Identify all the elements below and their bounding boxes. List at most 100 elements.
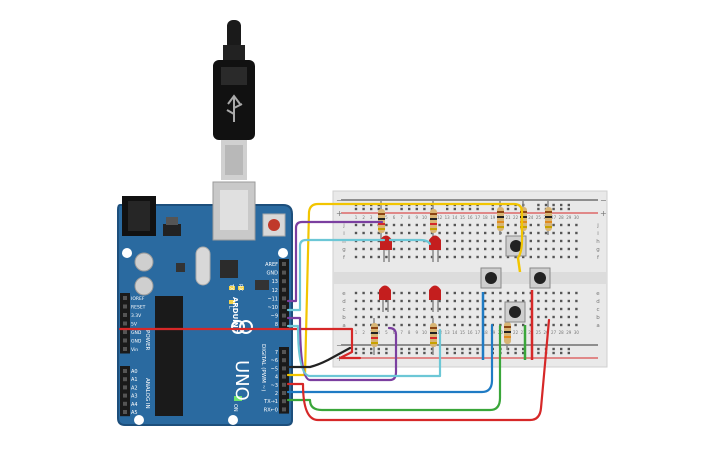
rail-hole[interactable] xyxy=(423,347,426,351)
breadboard-hole[interactable] xyxy=(499,299,502,303)
breadboard-hole[interactable] xyxy=(408,307,411,311)
breadboard-hole[interactable] xyxy=(408,291,411,295)
breadboard-hole[interactable] xyxy=(408,247,411,251)
breadboard-hole[interactable] xyxy=(552,231,555,235)
breadboard-hole[interactable] xyxy=(491,255,494,259)
rail-hole[interactable] xyxy=(453,347,456,351)
breadboard-hole[interactable] xyxy=(575,299,578,303)
breadboard-hole[interactable] xyxy=(468,255,472,259)
breadboard-hole[interactable] xyxy=(408,323,411,327)
breadboard-hole[interactable] xyxy=(415,315,418,319)
breadboard-hole[interactable] xyxy=(377,315,380,319)
breadboard-hole[interactable] xyxy=(560,323,563,327)
breadboard-hole[interactable] xyxy=(544,255,548,259)
breadboard-hole[interactable] xyxy=(354,231,358,235)
breadboard-hole[interactable] xyxy=(537,315,540,319)
breadboard-hole[interactable] xyxy=(484,247,487,251)
breadboard-hole[interactable] xyxy=(484,291,487,295)
rail-hole[interactable] xyxy=(415,207,418,211)
breadboard-hole[interactable] xyxy=(446,231,449,235)
rail-hole[interactable] xyxy=(567,351,570,355)
breadboard-hole[interactable] xyxy=(453,247,456,251)
breadboard-hole[interactable] xyxy=(484,323,487,327)
rail-hole[interactable] xyxy=(370,347,373,351)
breadboard-hole[interactable] xyxy=(461,223,464,227)
rail-hole[interactable] xyxy=(476,207,479,211)
rail-hole[interactable] xyxy=(491,207,494,211)
breadboard-hole[interactable] xyxy=(354,247,358,251)
rail-hole[interactable] xyxy=(354,207,358,211)
breadboard-hole[interactable] xyxy=(385,307,388,311)
breadboard-hole[interactable] xyxy=(453,299,456,303)
breadboard-hole[interactable] xyxy=(438,299,441,303)
breadboard-hole[interactable] xyxy=(354,291,358,295)
breadboard-hole[interactable] xyxy=(453,231,456,235)
breadboard-hole[interactable] xyxy=(575,291,578,295)
breadboard-hole[interactable] xyxy=(491,231,494,235)
breadboard-hole[interactable] xyxy=(476,323,479,327)
breadboard-hole[interactable] xyxy=(423,231,426,235)
rail-hole[interactable] xyxy=(370,207,373,211)
rail-hole[interactable] xyxy=(400,207,403,211)
header-pin[interactable] xyxy=(123,401,127,406)
breadboard-hole[interactable] xyxy=(446,239,449,243)
header-pin[interactable] xyxy=(282,366,286,371)
breadboard-hole[interactable] xyxy=(506,223,510,227)
breadboard-hole[interactable] xyxy=(552,247,555,251)
breadboard-hole[interactable] xyxy=(506,255,510,259)
header-pin[interactable] xyxy=(123,410,127,414)
breadboard-hole[interactable] xyxy=(354,315,358,319)
breadboard-hole[interactable] xyxy=(560,315,563,319)
breadboard-hole[interactable] xyxy=(415,255,418,259)
breadboard-hole[interactable] xyxy=(552,299,555,303)
header-pin[interactable] xyxy=(282,382,286,387)
breadboard-hole[interactable] xyxy=(567,315,570,319)
breadboard-hole[interactable] xyxy=(392,307,396,311)
breadboard-hole[interactable] xyxy=(476,299,479,303)
breadboard-hole[interactable] xyxy=(438,307,441,311)
breadboard-hole[interactable] xyxy=(476,255,479,259)
rail-hole[interactable] xyxy=(544,203,548,207)
rail-hole[interactable] xyxy=(506,351,510,355)
rail-hole[interactable] xyxy=(446,347,449,351)
breadboard-hole[interactable] xyxy=(491,299,494,303)
breadboard-hole[interactable] xyxy=(362,255,365,259)
header-pin[interactable] xyxy=(123,385,127,390)
breadboard-hole[interactable] xyxy=(567,299,570,303)
breadboard-hole[interactable] xyxy=(476,307,479,311)
breadboard-hole[interactable] xyxy=(468,239,472,243)
breadboard-hole[interactable] xyxy=(446,247,449,251)
breadboard-hole[interactable] xyxy=(453,223,456,227)
breadboard-hole[interactable] xyxy=(377,255,380,259)
breadboard-hole[interactable] xyxy=(423,323,426,327)
breadboard-hole[interactable] xyxy=(354,299,358,303)
breadboard-hole[interactable] xyxy=(491,307,494,311)
breadboard-hole[interactable] xyxy=(423,315,426,319)
rail-hole[interactable] xyxy=(506,347,510,351)
breadboard-hole[interactable] xyxy=(461,323,464,327)
breadboard-hole[interactable] xyxy=(537,291,540,295)
rail-hole[interactable] xyxy=(468,207,472,211)
breadboard-hole[interactable] xyxy=(461,247,464,251)
breadboard-hole[interactable] xyxy=(468,291,472,295)
breadboard-hole[interactable] xyxy=(499,239,502,243)
header-pin[interactable] xyxy=(282,407,286,412)
breadboard-hole[interactable] xyxy=(392,231,396,235)
breadboard-hole[interactable] xyxy=(415,231,418,235)
breadboard-hole[interactable] xyxy=(370,291,373,295)
breadboard-hole[interactable] xyxy=(423,247,426,251)
breadboard-hole[interactable] xyxy=(476,239,479,243)
header-pin[interactable] xyxy=(282,270,286,275)
rail-hole[interactable] xyxy=(468,351,472,355)
header-pin[interactable] xyxy=(282,358,286,363)
breadboard-hole[interactable] xyxy=(484,307,487,311)
breadboard-hole[interactable] xyxy=(453,239,456,243)
rail-hole[interactable] xyxy=(476,347,479,351)
rail-hole[interactable] xyxy=(552,203,555,207)
breadboard-hole[interactable] xyxy=(415,223,418,227)
breadboard-hole[interactable] xyxy=(552,239,555,243)
rail-hole[interactable] xyxy=(560,207,563,211)
breadboard-hole[interactable] xyxy=(362,299,365,303)
breadboard-hole[interactable] xyxy=(461,239,464,243)
breadboard-hole[interactable] xyxy=(430,231,434,235)
